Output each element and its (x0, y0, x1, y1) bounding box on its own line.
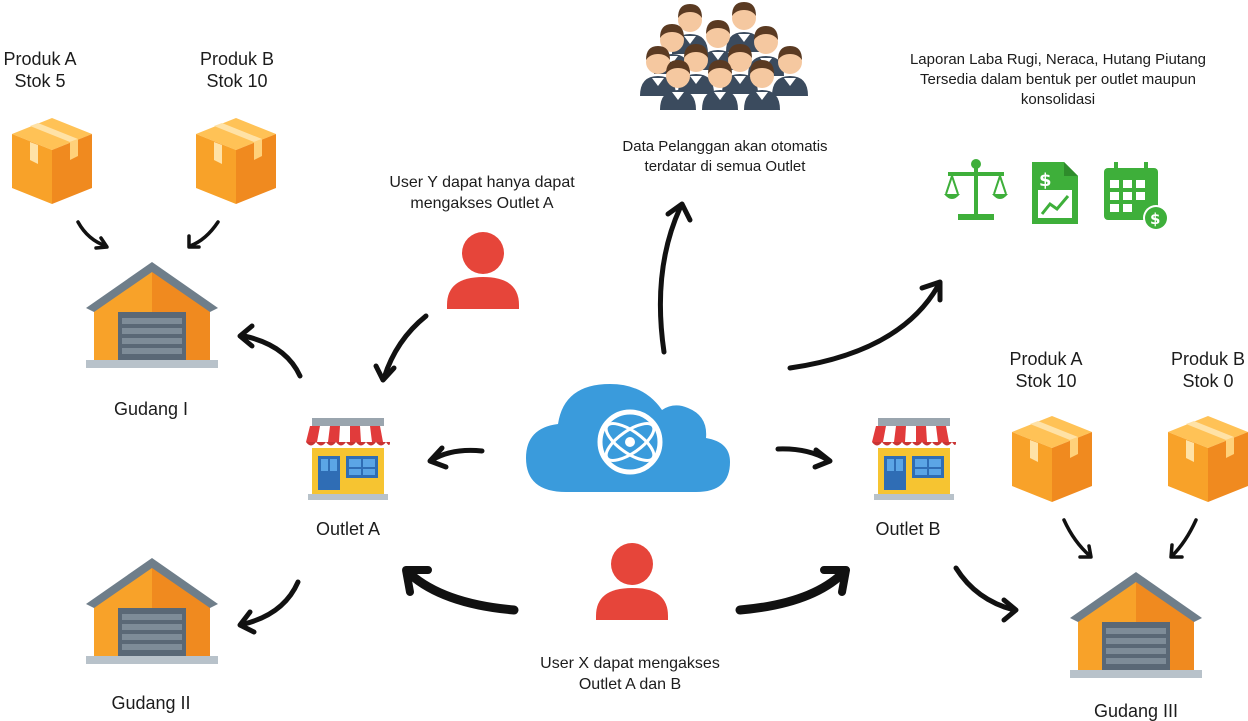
balance-scale-icon (944, 159, 1008, 220)
svg-text:$: $ (1039, 170, 1052, 191)
cardboard-box-icon (1168, 416, 1248, 502)
arrow-outlet-a-to-gudang-1 (241, 333, 303, 379)
user-y-label: User Y dapat hanya dapat mengakses Outle… (389, 174, 575, 212)
arrow-user-x-to-outlet-b (735, 569, 847, 615)
arrow-cloud-to-laporan (787, 283, 941, 371)
arrow-outlet-a-to-gudang-2 (241, 579, 301, 627)
calendar-dollar-icon: $ (1104, 162, 1169, 231)
arrow-user-y-to-outlet-a (381, 313, 429, 381)
laporan-label: Laporan Laba Rugi, Neraca, Hutang Piutan… (909, 51, 1207, 108)
store-icon (306, 418, 390, 500)
store-icon (872, 418, 956, 500)
outlet-b-label: Outlet B (875, 519, 941, 539)
cardboard-box-icon (196, 118, 276, 204)
user-x-label: User X dapat mengakses Outlet A dan B (540, 655, 720, 693)
arrow-outlet-b-to-gudang-3 (953, 565, 1017, 613)
cardboard-box-icon (12, 118, 92, 204)
gudang-1-label: Gudang I (113, 399, 189, 419)
produk-b-right-label: Produk B Stok 0 (1170, 349, 1246, 391)
warehouse-icon (86, 262, 218, 368)
arrow-box-b-to-gudang-1 (188, 220, 220, 248)
arrow-box-a-right-to-gudang-3 (1062, 518, 1092, 558)
warehouse-icon (86, 558, 218, 664)
warehouse-icon (1070, 572, 1202, 678)
svg-text:$: $ (1150, 210, 1160, 228)
produk-b-top-label: Produk B Stok 10 (199, 49, 275, 91)
cloud-hub-icon (526, 384, 730, 492)
gudang-2-label: Gudang II (111, 693, 191, 713)
people-group-icon (640, 2, 808, 110)
pelanggan-label: Data Pelanggan akan otomatis terdatar di… (622, 138, 828, 175)
gudang-3-label: Gudang III (1093, 701, 1179, 721)
outlet-a-label: Outlet A (315, 519, 381, 539)
produk-a-right-label: Produk A Stok 10 (1009, 349, 1083, 391)
produk-a-top-label: Produk A Stok 5 (3, 49, 77, 91)
arrow-box-a-to-gudang-1 (76, 220, 108, 248)
arrow-user-x-to-outlet-a (405, 569, 519, 615)
arrow-box-b-right-to-gudang-3 (1170, 518, 1198, 558)
arrow-cloud-to-pelanggan (657, 205, 683, 355)
cardboard-box-icon (1012, 416, 1092, 502)
user-icon (596, 543, 668, 620)
invoice-chart-icon: $ (1032, 162, 1078, 224)
user-icon (447, 232, 519, 309)
